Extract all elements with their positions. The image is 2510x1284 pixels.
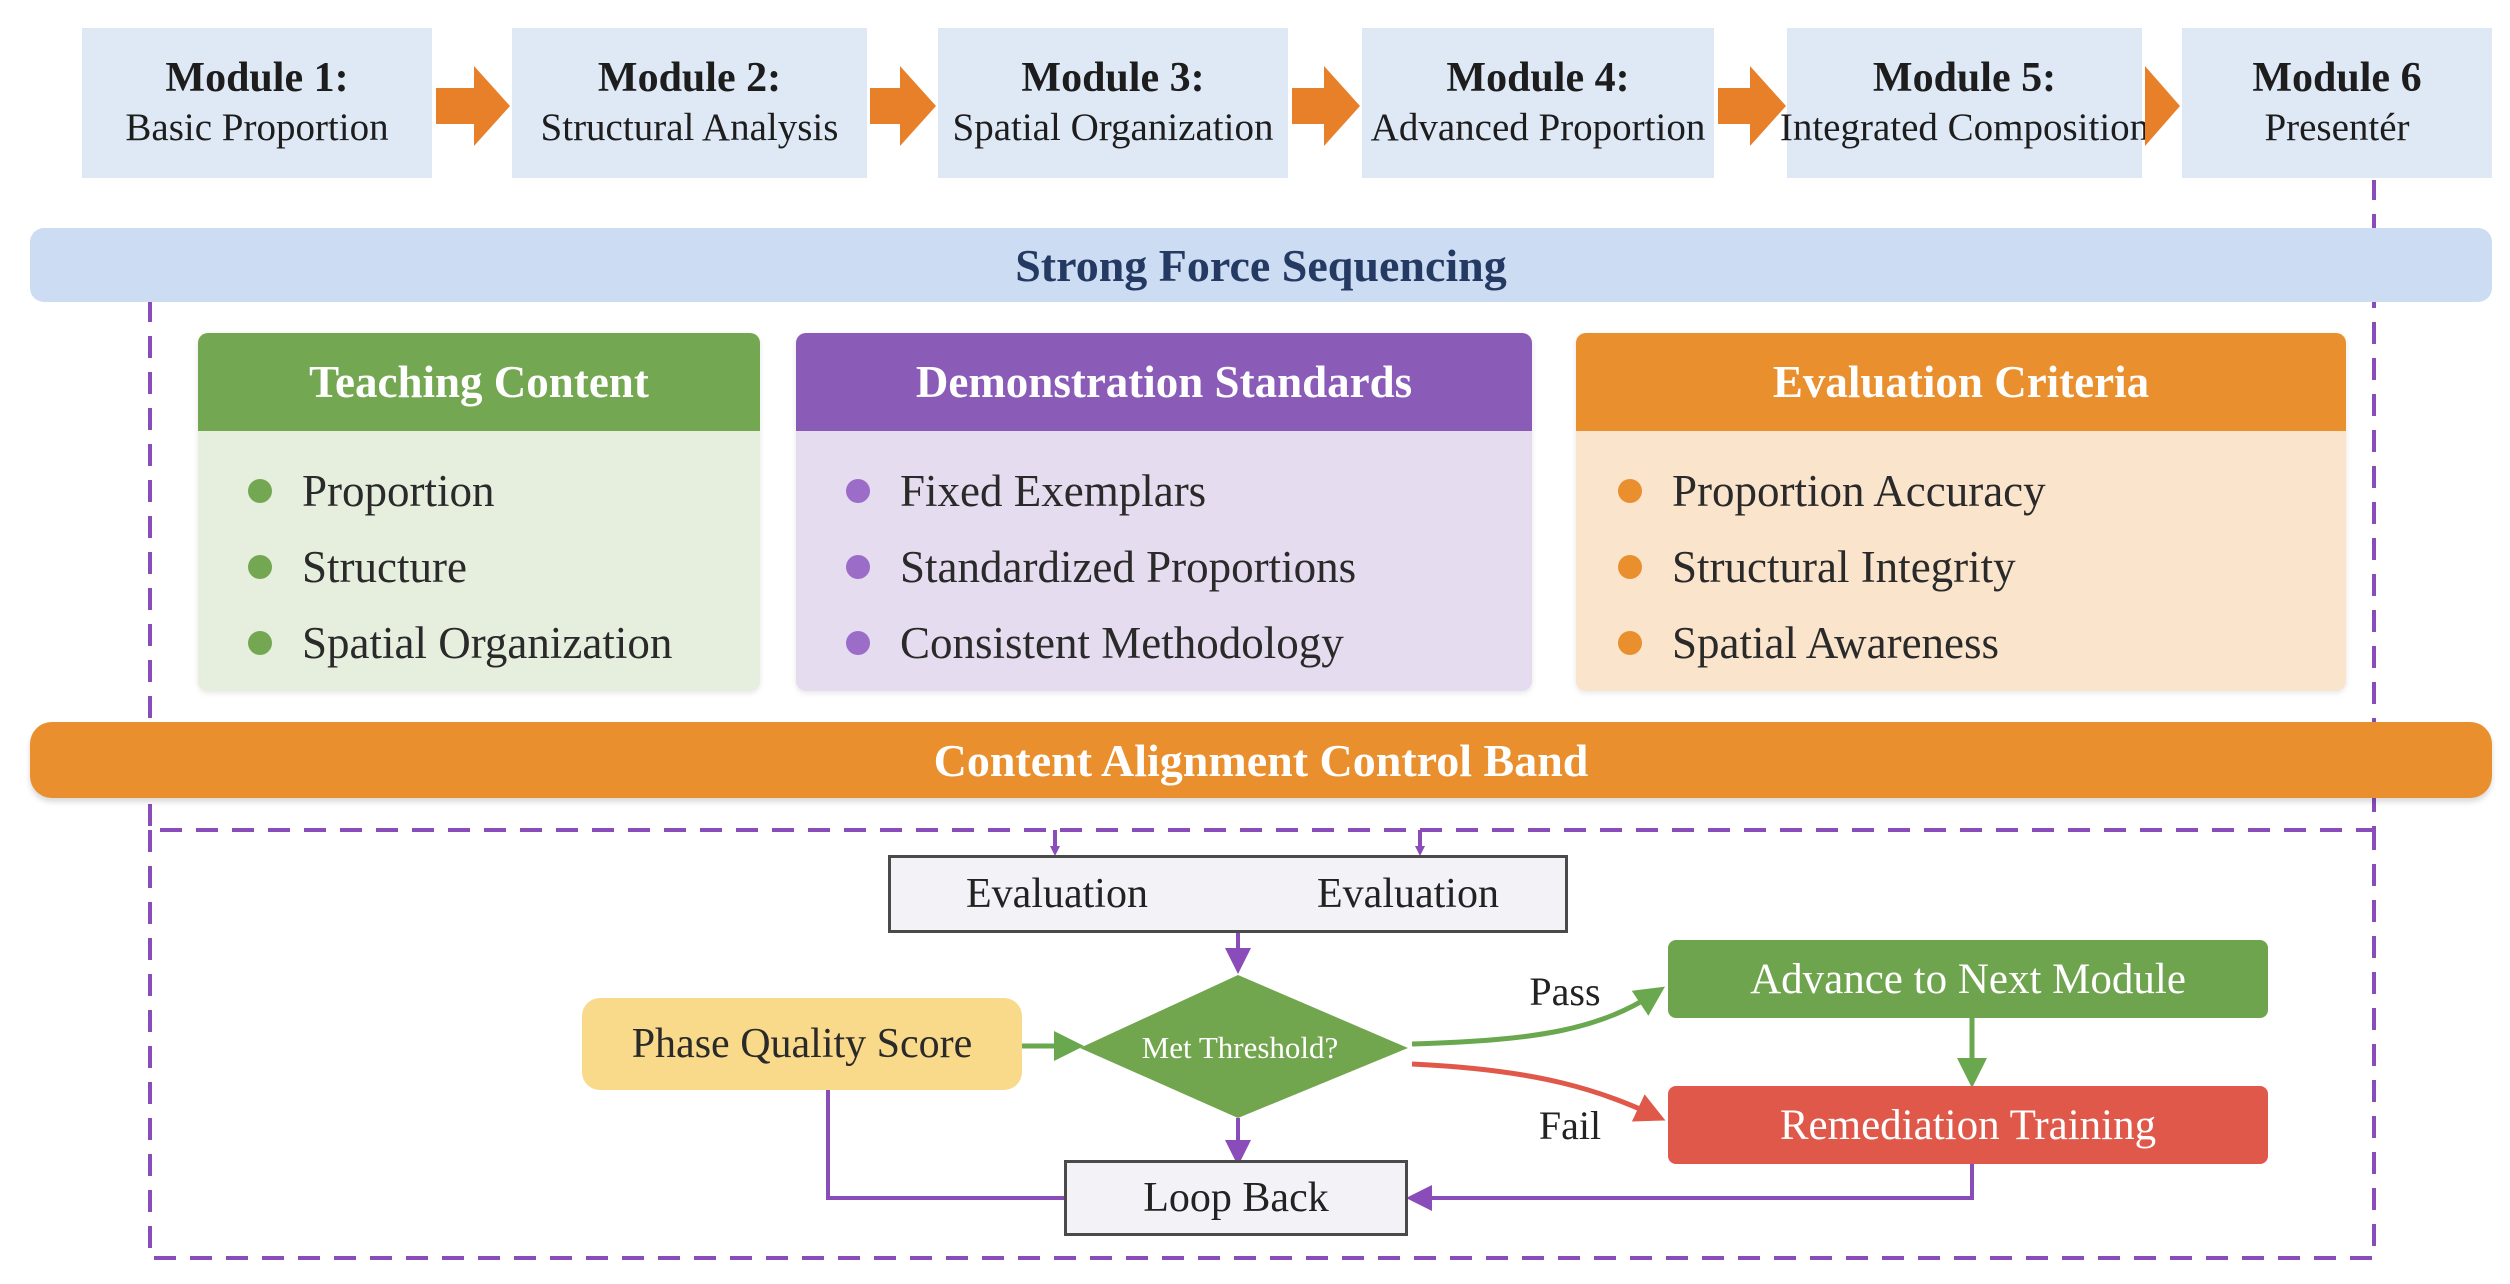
evaluation-criteria-panel: Evaluation Criteria Proportion Accuracy … xyxy=(1576,333,2346,691)
flow-arrow-5-6 xyxy=(2145,66,2180,146)
module-4-box: Module 4: Advanced Proportion xyxy=(1362,28,1714,178)
fail-arrow xyxy=(1411,1061,1666,1122)
bullet-dot-icon xyxy=(1618,631,1642,655)
module-3-title: Module 3: xyxy=(1021,55,1205,102)
module-2-box: Module 2: Structural Analysis xyxy=(512,28,867,178)
upper-dashed-frame xyxy=(148,180,2376,832)
pass-arrow xyxy=(1411,986,1665,1047)
list-item: Spatial Awareness xyxy=(1618,605,2346,681)
bullet-dot-icon xyxy=(1618,555,1642,579)
module-1-subtitle: Basic Proportion xyxy=(125,105,389,149)
module-2-subtitle: Structural Analysis xyxy=(540,105,839,149)
module-4-subtitle: Advanced Proportion xyxy=(1370,105,1706,149)
module-1-title: Module 1: xyxy=(165,55,349,102)
advance-next-module-box: Advance to Next Module xyxy=(1668,940,2268,1018)
demonstration-item-label: Consistent Methodology xyxy=(900,618,1344,668)
teaching-content-panel: Teaching Content Proportion Structure Sp… xyxy=(198,333,760,691)
flow-arrow-1-2 xyxy=(436,66,510,146)
demonstration-standards-panel: Demonstration Standards Fixed Exemplars … xyxy=(796,333,1532,691)
decision-label: Met Threshold? xyxy=(1141,1030,1339,1065)
pass-label: Pass xyxy=(1529,968,1601,1014)
list-item: Consistent Methodology xyxy=(846,605,1532,681)
bullet-dot-icon xyxy=(1618,479,1642,503)
list-item: Proportion Accuracy xyxy=(1618,453,2346,529)
evaluation-box xyxy=(888,855,1568,933)
evaluation-criteria-list: Proportion Accuracy Structural Integrity… xyxy=(1576,431,2346,681)
teaching-item-label: Structure xyxy=(302,542,467,592)
list-item: Structure xyxy=(248,529,760,605)
flow-arrow-2-3 xyxy=(870,66,936,146)
evaluation-item-label: Structural Integrity xyxy=(1672,542,2016,592)
teaching-item-label: Spatial Organization xyxy=(302,618,673,668)
evaluation-item-label: Spatial Awareness xyxy=(1672,618,2000,668)
bullet-dot-icon xyxy=(248,555,272,579)
bullet-dot-icon xyxy=(846,479,870,503)
list-item: Spatial Organization xyxy=(248,605,760,681)
fail-label: Fail xyxy=(1538,1102,1602,1148)
phase-quality-score-box: Phase Quality Score xyxy=(582,998,1022,1090)
remediation-to-loop-arrow xyxy=(1406,1164,1974,1211)
module-3-subtitle: Spatial Organization xyxy=(952,105,1274,149)
evaluation-item-label: Proportion Accuracy xyxy=(1672,466,2046,516)
module-flow-arrows xyxy=(436,66,2180,146)
sequencing-band: Strong Force Sequencing xyxy=(30,228,2492,302)
module-3-box: Module 3: Spatial Organization xyxy=(938,28,1288,178)
demonstration-item-label: Fixed Exemplars xyxy=(900,466,1207,516)
evaluation-left-label: Evaluation xyxy=(966,871,1148,917)
evaluation-right-label: Evaluation xyxy=(1317,871,1499,917)
module-6-title: Module 6 xyxy=(2252,55,2422,102)
decision-diamond xyxy=(1080,975,1408,1118)
teaching-item-label: Proportion xyxy=(302,466,495,516)
module-2-title: Module 2: xyxy=(597,55,782,102)
module-6-box: Module 6 Presentér xyxy=(2182,28,2492,178)
flow-arrow-4-5 xyxy=(1718,66,1786,146)
flow-arrow-3-4 xyxy=(1292,66,1360,146)
score-to-loop-line xyxy=(826,1090,1064,1200)
alignment-band: Content Alignment Control Band xyxy=(30,722,2492,798)
bullet-dot-icon xyxy=(846,555,870,579)
list-item: Proportion xyxy=(248,453,760,529)
module-6-subtitle: Presentér xyxy=(2264,105,2410,149)
demonstration-standards-list: Fixed Exemplars Standardized Proportions… xyxy=(796,431,1532,681)
bullet-dot-icon xyxy=(846,631,870,655)
list-item: Structural Integrity xyxy=(1618,529,2346,605)
evaluation-criteria-header: Evaluation Criteria xyxy=(1576,333,2346,431)
remediation-training-box: Remediation Training xyxy=(1668,1086,2268,1164)
module-5-box: Module 5: Integrated Composition xyxy=(1780,28,2149,178)
demonstration-standards-header: Demonstration Standards xyxy=(796,333,1532,431)
module-5-title: Module 5: xyxy=(1872,55,2057,102)
teaching-content-header: Teaching Content xyxy=(198,333,760,431)
lower-dashed-frame xyxy=(148,830,2376,1260)
list-item: Standardized Proportions xyxy=(846,529,1532,605)
bullet-dot-icon xyxy=(248,631,272,655)
teaching-content-list: Proportion Structure Spatial Organizatio… xyxy=(198,431,760,681)
module-4-title: Module 4: xyxy=(1446,55,1630,102)
list-item: Fixed Exemplars xyxy=(846,453,1532,529)
module-5-subtitle: Integrated Composition xyxy=(1779,105,2150,149)
demonstration-item-label: Standardized Proportions xyxy=(900,542,1357,592)
loop-back-box: Loop Back xyxy=(1064,1160,1408,1236)
module-1-box: Module 1: Basic Proportion xyxy=(82,28,432,178)
bullet-dot-icon xyxy=(248,479,272,503)
